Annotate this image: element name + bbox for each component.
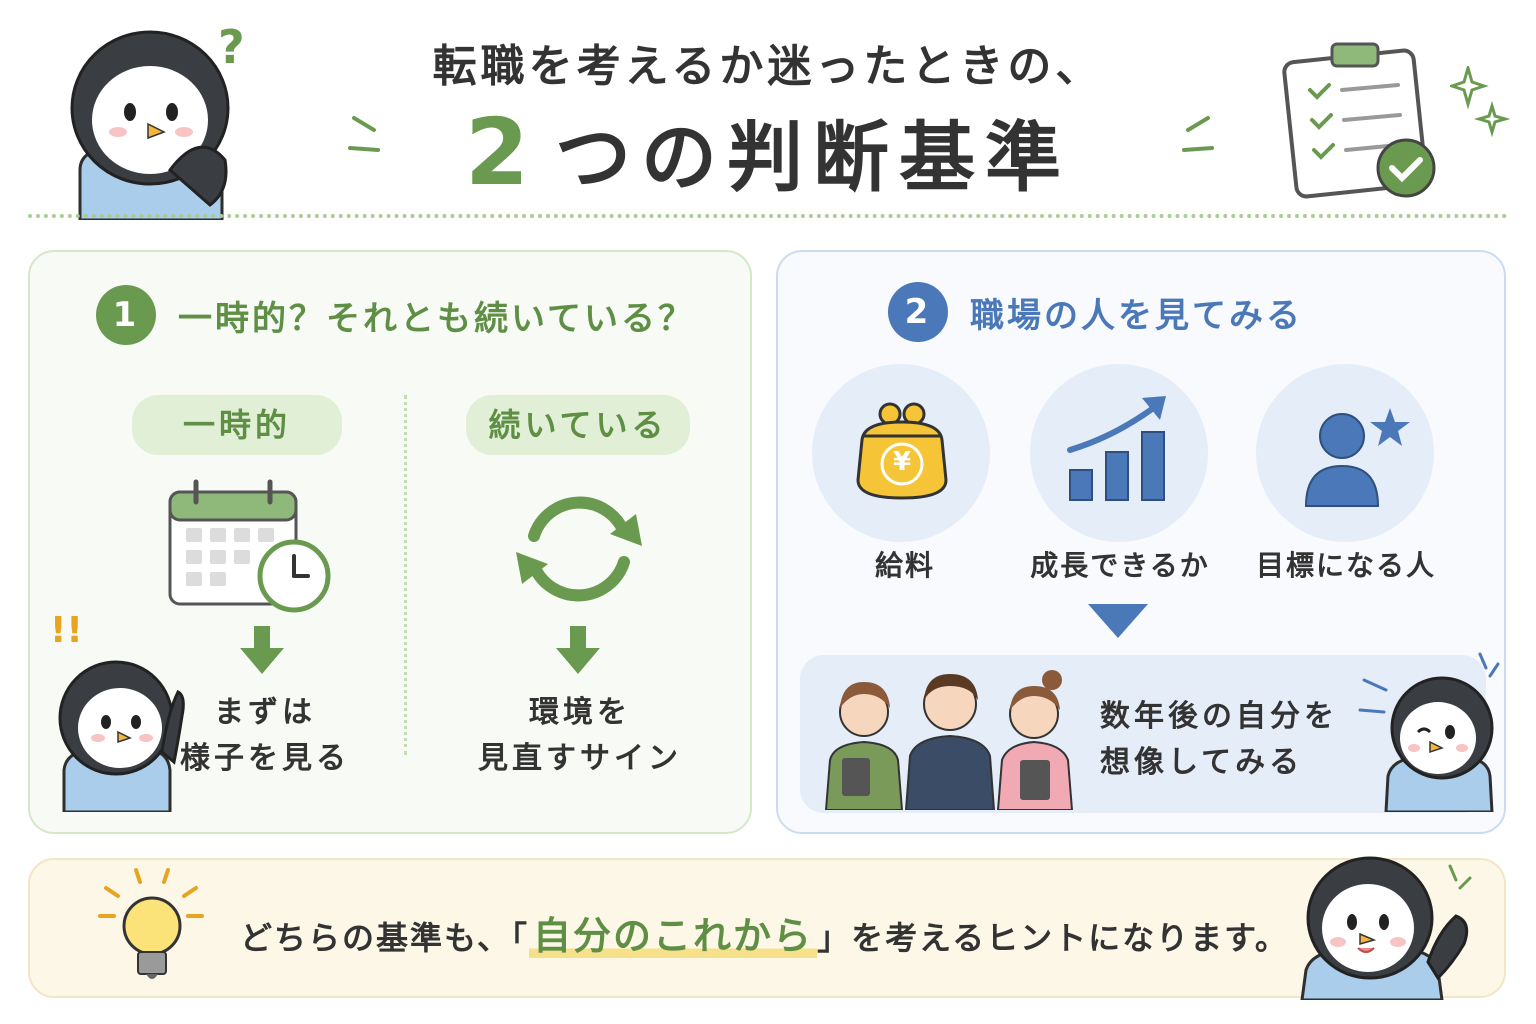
section1-title: 1 一時的？それとも続いている？	[96, 285, 695, 345]
label-salary: 給料	[874, 549, 935, 582]
clipboard-checklist-icon	[1282, 42, 1436, 199]
future-text: 数年後の自分を 想像してみる	[1100, 694, 1340, 786]
refresh-cycle-icon	[516, 496, 642, 602]
caption-temporary: まずは 様子を見る	[160, 690, 370, 782]
banner-highlight: 自分のこれから	[529, 914, 818, 958]
arrow-down-icon	[240, 626, 284, 674]
growth-chart-icon	[1067, 396, 1166, 501]
yen-purse-icon	[856, 402, 948, 500]
caption-continuing-line2: 見直すサイン	[478, 741, 682, 776]
caption-temporary-line1: まずは	[214, 695, 316, 730]
triangle-down-icon	[1088, 604, 1148, 638]
banner-text: どちらの基準も、「自分のこれから」を考えるヒントになります。	[240, 905, 1287, 960]
section1-title-text: 一時的？それとも続いている？	[178, 298, 695, 339]
tag-temporary: 一時的	[132, 395, 342, 455]
emphasis-lines-icon	[1448, 864, 1472, 890]
emphasis-lines-icon	[1358, 678, 1388, 714]
banner-text-after: 」を考えるヒントになります。	[817, 919, 1289, 957]
section1-number-badge: 1	[96, 285, 156, 345]
sparkle-lines-left-icon	[348, 116, 380, 152]
question-mark: ?	[218, 20, 245, 74]
caption-continuing: 環境を 見直すサイン	[470, 690, 690, 782]
future-text-line1: 数年後の自分を	[1100, 699, 1338, 734]
penguin-winking-illustration	[1384, 676, 1494, 812]
label-growth: 成長できるか	[1030, 549, 1210, 582]
coworkers-illustration	[824, 670, 1074, 810]
banner-text-before: どちらの基準も、「	[240, 919, 530, 957]
emphasis-lines-icon	[1478, 652, 1500, 678]
label-role-model: 目標になる人	[1255, 549, 1436, 582]
sparkle-stars-icon	[1450, 66, 1510, 138]
title-text: つの判断基準	[555, 113, 1071, 202]
page-title-line1: 転職を考えるか迷ったときの、	[432, 41, 1104, 92]
lightbulb-icon	[98, 868, 204, 979]
penguin-waving-illustration	[1300, 856, 1469, 1000]
yen-symbol: ¥	[892, 447, 912, 477]
section2-title: 2 職場の人を見てみる	[888, 282, 1303, 342]
section2-number-badge: 2	[888, 282, 948, 342]
calendar-clock-icon	[168, 479, 331, 613]
tag-continuing: 続いている	[466, 395, 690, 455]
future-text-line2: 想像してみる	[1100, 745, 1304, 780]
penguin-pointing-illustration	[58, 660, 185, 812]
penguin-thinking-illustration	[70, 30, 230, 220]
caption-temporary-line2: 様子を見る	[180, 741, 350, 776]
section2-title-text: 職場の人を見てみる	[970, 295, 1303, 336]
sparkle-lines-right-icon	[1182, 116, 1214, 152]
arrow-down-icon	[556, 626, 600, 674]
person-star-icon	[1304, 408, 1410, 507]
header-divider	[28, 214, 1508, 218]
column-divider	[404, 395, 407, 755]
exclaim-marks: !!	[50, 610, 83, 651]
title-number: 2	[464, 99, 539, 206]
caption-continuing-line1: 環境を	[529, 695, 631, 730]
